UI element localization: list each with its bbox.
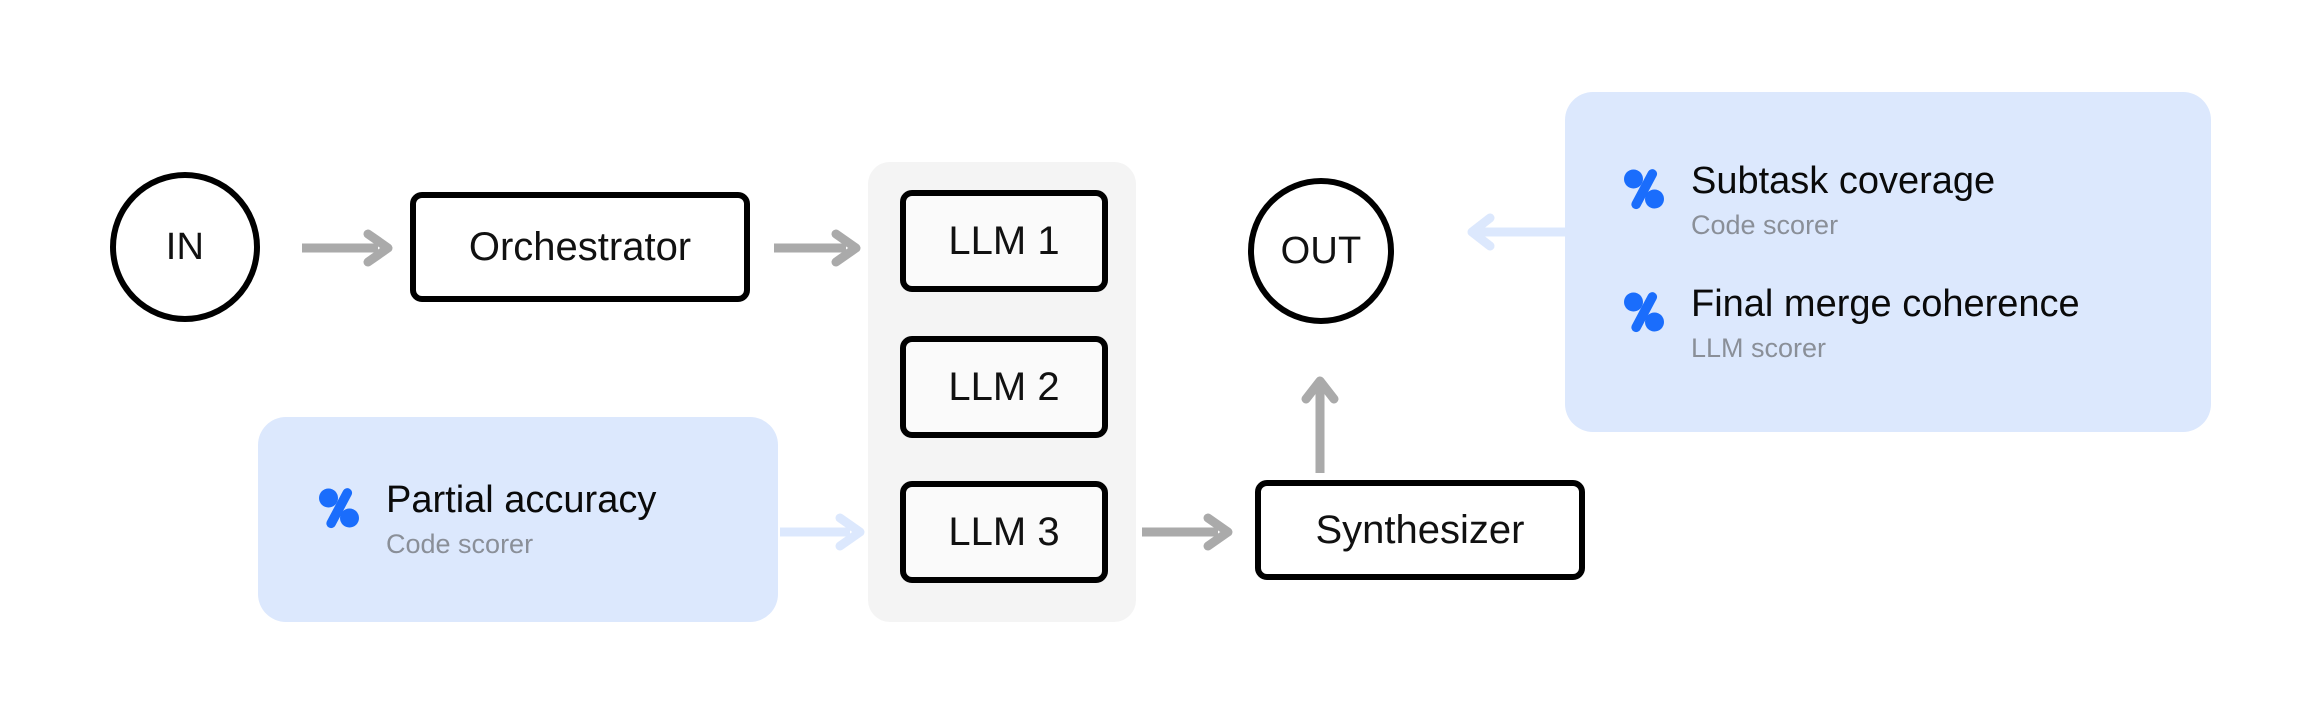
scorer-item-subtitle: Code scorer	[1691, 209, 1839, 240]
node-llm-1[interactable]: LLM 1	[900, 190, 1108, 292]
edge-right-scorers-to-out	[1458, 212, 1576, 252]
scorer-item-subtitle: LLM scorer	[1691, 332, 1827, 363]
node-synthesizer[interactable]: Synthesizer	[1255, 480, 1585, 580]
scorer-item[interactable]: Final merge coherence LLM scorer	[1623, 283, 2211, 364]
scorer-item-title: Subtask coverage	[1691, 160, 1996, 203]
percent-scorer-icon	[318, 487, 360, 529]
node-input-label: IN	[165, 226, 205, 268]
node-output[interactable]: OUT	[1248, 178, 1394, 324]
node-llm-2-label: LLM 2	[948, 365, 1060, 409]
node-llm-3[interactable]: LLM 3	[900, 481, 1108, 583]
scorer-item[interactable]: Partial accuracy Code scorer	[318, 479, 778, 560]
node-llm-2[interactable]: LLM 2	[900, 336, 1108, 438]
scorer-panel-left[interactable]: Partial accuracy Code scorer	[258, 417, 778, 622]
scorer-item-title: Final merge coherence	[1691, 283, 2080, 325]
node-orchestrator[interactable]: Orchestrator	[410, 192, 750, 302]
percent-scorer-icon	[1623, 168, 1665, 210]
edge-llm3-to-synthesizer	[1140, 512, 1240, 552]
scorer-item-title: Partial accuracy	[386, 479, 657, 522]
node-synthesizer-label: Synthesizer	[1315, 508, 1525, 552]
node-llm-3-label: LLM 3	[948, 510, 1060, 554]
node-llm-1-label: LLM 1	[948, 219, 1060, 263]
scorer-item-text: Partial accuracy Code scorer	[386, 479, 656, 560]
scorer-item-text: Final merge coherence LLM scorer	[1691, 283, 2080, 364]
node-orchestrator-label: Orchestrator	[468, 225, 692, 269]
edge-orchestrator-to-llm-group	[772, 228, 868, 268]
scorer-item-text: Subtask coverage Code scorer	[1691, 160, 1995, 241]
node-output-label: OUT	[1280, 230, 1362, 272]
edge-partial-accuracy-to-llm3	[780, 512, 872, 552]
node-input[interactable]: IN	[110, 172, 260, 322]
edge-in-to-orchestrator	[300, 228, 400, 268]
percent-scorer-icon	[1623, 291, 1665, 333]
scorer-panel-right[interactable]: Subtask coverage Code scorer Final merge…	[1565, 92, 2211, 432]
edge-synthesizer-to-out	[1300, 355, 1340, 475]
scorer-item[interactable]: Subtask coverage Code scorer	[1623, 160, 2211, 241]
scorer-item-subtitle: Code scorer	[386, 528, 534, 559]
